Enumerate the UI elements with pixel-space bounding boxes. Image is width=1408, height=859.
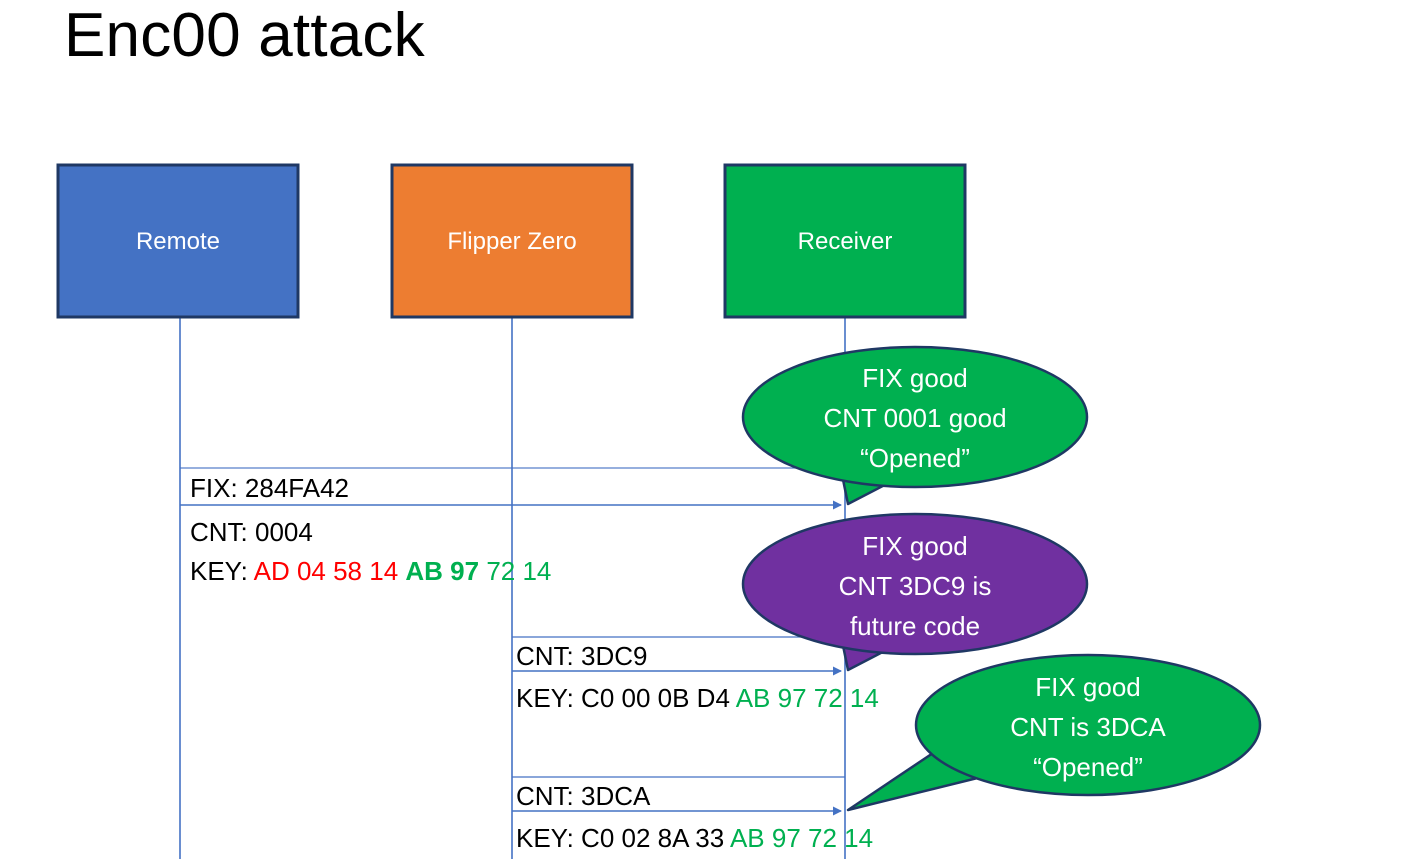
callout-2-line-2: CNT 3DC9 is [839,571,992,601]
message-3-key-new: AB 97 72 14 [730,823,873,853]
remote-box-rect [56,163,300,319]
callout-3-bubble [914,653,1262,797]
message-1-line-2: CNT: 0004 [190,517,313,547]
message-2-line-1: CNT: 3DC9 [516,641,647,671]
message-2-key-line: KEY: C0 00 0B D4 AB 97 72 14 [516,683,879,713]
lane-box-flipper[interactable]: Flipper Zero [390,163,634,319]
callout-2-line-3: future code [850,611,980,641]
message-3-key-line: KEY: C0 02 8A 33 AB 97 72 14 [516,823,873,853]
callout-2-bubble [741,512,1089,656]
message-2-key-new: AB 97 72 14 [736,683,879,713]
remote-box-label: Remote [136,228,220,255]
message-1-line-1: FIX: 284FA42 [190,473,349,503]
callout-3-line-3: “Opened” [1033,752,1143,782]
callout-fix-good-cnt-0001[interactable]: FIX good CNT 0001 good “Opened” [741,345,1089,506]
callout-3-line-2: CNT is 3DCA [1010,712,1166,742]
lane-box-receiver[interactable]: Receiver [723,163,967,319]
flipper-box-label: Flipper Zero [447,228,576,255]
message-2-key-label: KEY: C0 00 0B D4 [516,683,736,713]
receiver-box-rect [723,163,967,319]
page-title: Enc00 attack [64,1,425,70]
message-1-key-line: KEY: AD 04 58 14 AB 97 72 14 [190,556,551,586]
callout-1-line-2: CNT 0001 good [823,403,1006,433]
callout-1-line-3: “Opened” [860,443,970,473]
callout-1-bubble [741,345,1089,489]
callout-fix-good-cnt-3dc9-future[interactable]: FIX good CNT 3DC9 is future code [741,512,1089,672]
message-1-key-label: KEY: [190,556,254,586]
callout-fix-good-cnt-3dca[interactable]: FIX good CNT is 3DCA “Opened” [846,653,1262,812]
callout-2-line-1: FIX good [862,531,968,561]
callout-1-line-1: FIX good [862,363,968,393]
flipper-box-rect [390,163,634,319]
message-1-key-new: 72 14 [486,556,551,586]
receiver-box-label: Receiver [798,228,893,255]
message-3-key-label: KEY: C0 02 8A 33 [516,823,730,853]
message-3-line-1: CNT: 3DCA [516,781,651,811]
lane-box-remote[interactable]: Remote [56,163,300,319]
message-1-key-new-bold: AB 97 [405,556,486,586]
message-1-key-old: AD 04 58 14 [254,556,406,586]
callout-3-line-1: FIX good [1035,672,1141,702]
